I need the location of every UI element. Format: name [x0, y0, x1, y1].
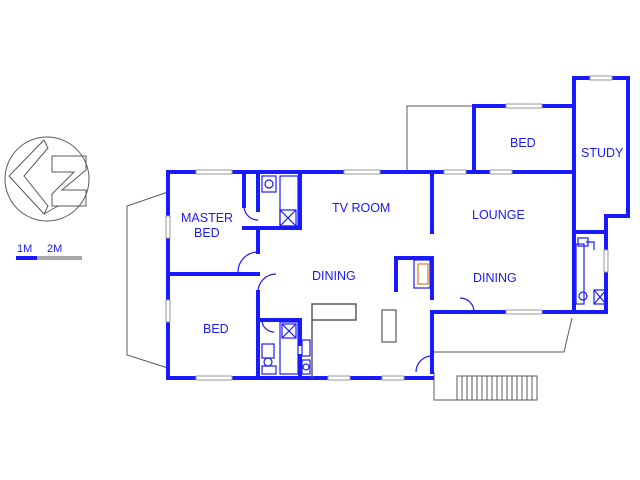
- top-outline: [406, 105, 475, 170]
- label-master-bed-2: BED: [194, 226, 220, 240]
- scale-bar: 1M 2M: [16, 243, 82, 260]
- study-bathroom-fixtures: [575, 237, 607, 305]
- scale-label-2m: 2M: [47, 243, 62, 255]
- ensuite-fixtures: [261, 175, 299, 227]
- label-dining-right: DINING: [473, 271, 517, 285]
- fireplace: [413, 259, 431, 289]
- doors: [237, 205, 475, 373]
- scale-label-1m: 1M: [17, 243, 32, 255]
- label-study: STUDY: [581, 146, 624, 160]
- label-dining-left: DINING: [312, 269, 356, 283]
- exterior-walls: [166, 76, 630, 380]
- label-master-bed-1: MASTER: [181, 211, 233, 225]
- label-bed-bottom: BED: [203, 322, 229, 336]
- label-lounge: LOUNGE: [472, 208, 525, 222]
- bathroom-fixtures: [261, 321, 311, 375]
- kitchen-island: [381, 309, 397, 343]
- label-bed-top: BED: [510, 136, 536, 150]
- left-verandah-outline: [126, 191, 169, 369]
- north-arrow-icon: [4, 136, 90, 222]
- interior-walls: [166, 170, 608, 380]
- steps: [433, 317, 573, 401]
- label-tv-room: TV ROOM: [332, 201, 390, 215]
- room-labels: MASTER BED TV ROOM LOUNGE BED STUDY DINI…: [181, 136, 624, 336]
- windows: [165, 75, 613, 381]
